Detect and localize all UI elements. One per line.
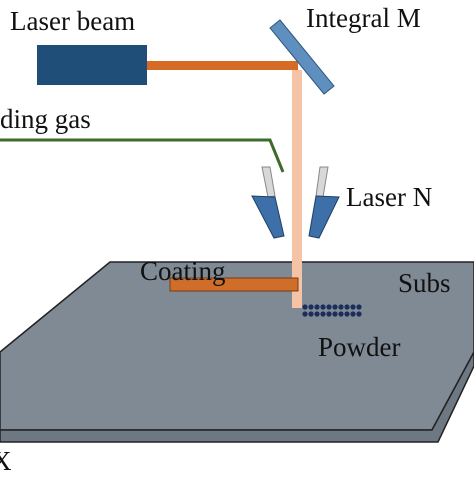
shielding-gas-line: [0, 138, 285, 173]
powder-particles: [302, 304, 362, 317]
laser-nozzle-right: [308, 166, 340, 239]
laser-beam-vertical: [292, 70, 302, 308]
powder-particle: [308, 304, 314, 310]
powder-particle: [302, 304, 308, 310]
powder-particle: [326, 311, 332, 317]
laser-beam-label: Laser beam: [10, 6, 135, 36]
coating-label: Coating: [140, 256, 226, 286]
shielding-gas-label: ding gas: [0, 104, 91, 134]
powder-particle: [314, 311, 320, 317]
powder-particle: [350, 311, 356, 317]
laser-beam-horizontal: [147, 61, 298, 70]
laser-nozzle-label: Laser N: [346, 182, 432, 212]
powder-label: Powder: [318, 332, 401, 362]
powder-particle: [338, 311, 344, 317]
powder-particle: [350, 304, 356, 310]
powder-particle: [320, 311, 326, 317]
powder-particle: [320, 304, 326, 310]
powder-particle: [302, 311, 308, 317]
powder-particle: [344, 304, 350, 310]
coating-bead: [169, 277, 299, 292]
axis-mark-label: X: [0, 446, 12, 474]
substrate-label: Subs: [398, 268, 451, 298]
laser-source-block: [37, 45, 147, 85]
powder-particle: [344, 311, 350, 317]
powder-particle: [326, 304, 332, 310]
powder-particle: [314, 304, 320, 310]
powder-particle: [338, 304, 344, 310]
substrate-plate-edge: [0, 351, 474, 443]
powder-particle: [356, 311, 362, 317]
laser-nozzle-left: [251, 166, 285, 239]
integral-mirror: [269, 19, 335, 95]
powder-particle: [356, 304, 362, 310]
powder-particle: [332, 311, 338, 317]
powder-particle: [308, 311, 314, 317]
powder-particle: [332, 304, 338, 310]
integral-mirror-label: Integral M: [306, 3, 421, 33]
